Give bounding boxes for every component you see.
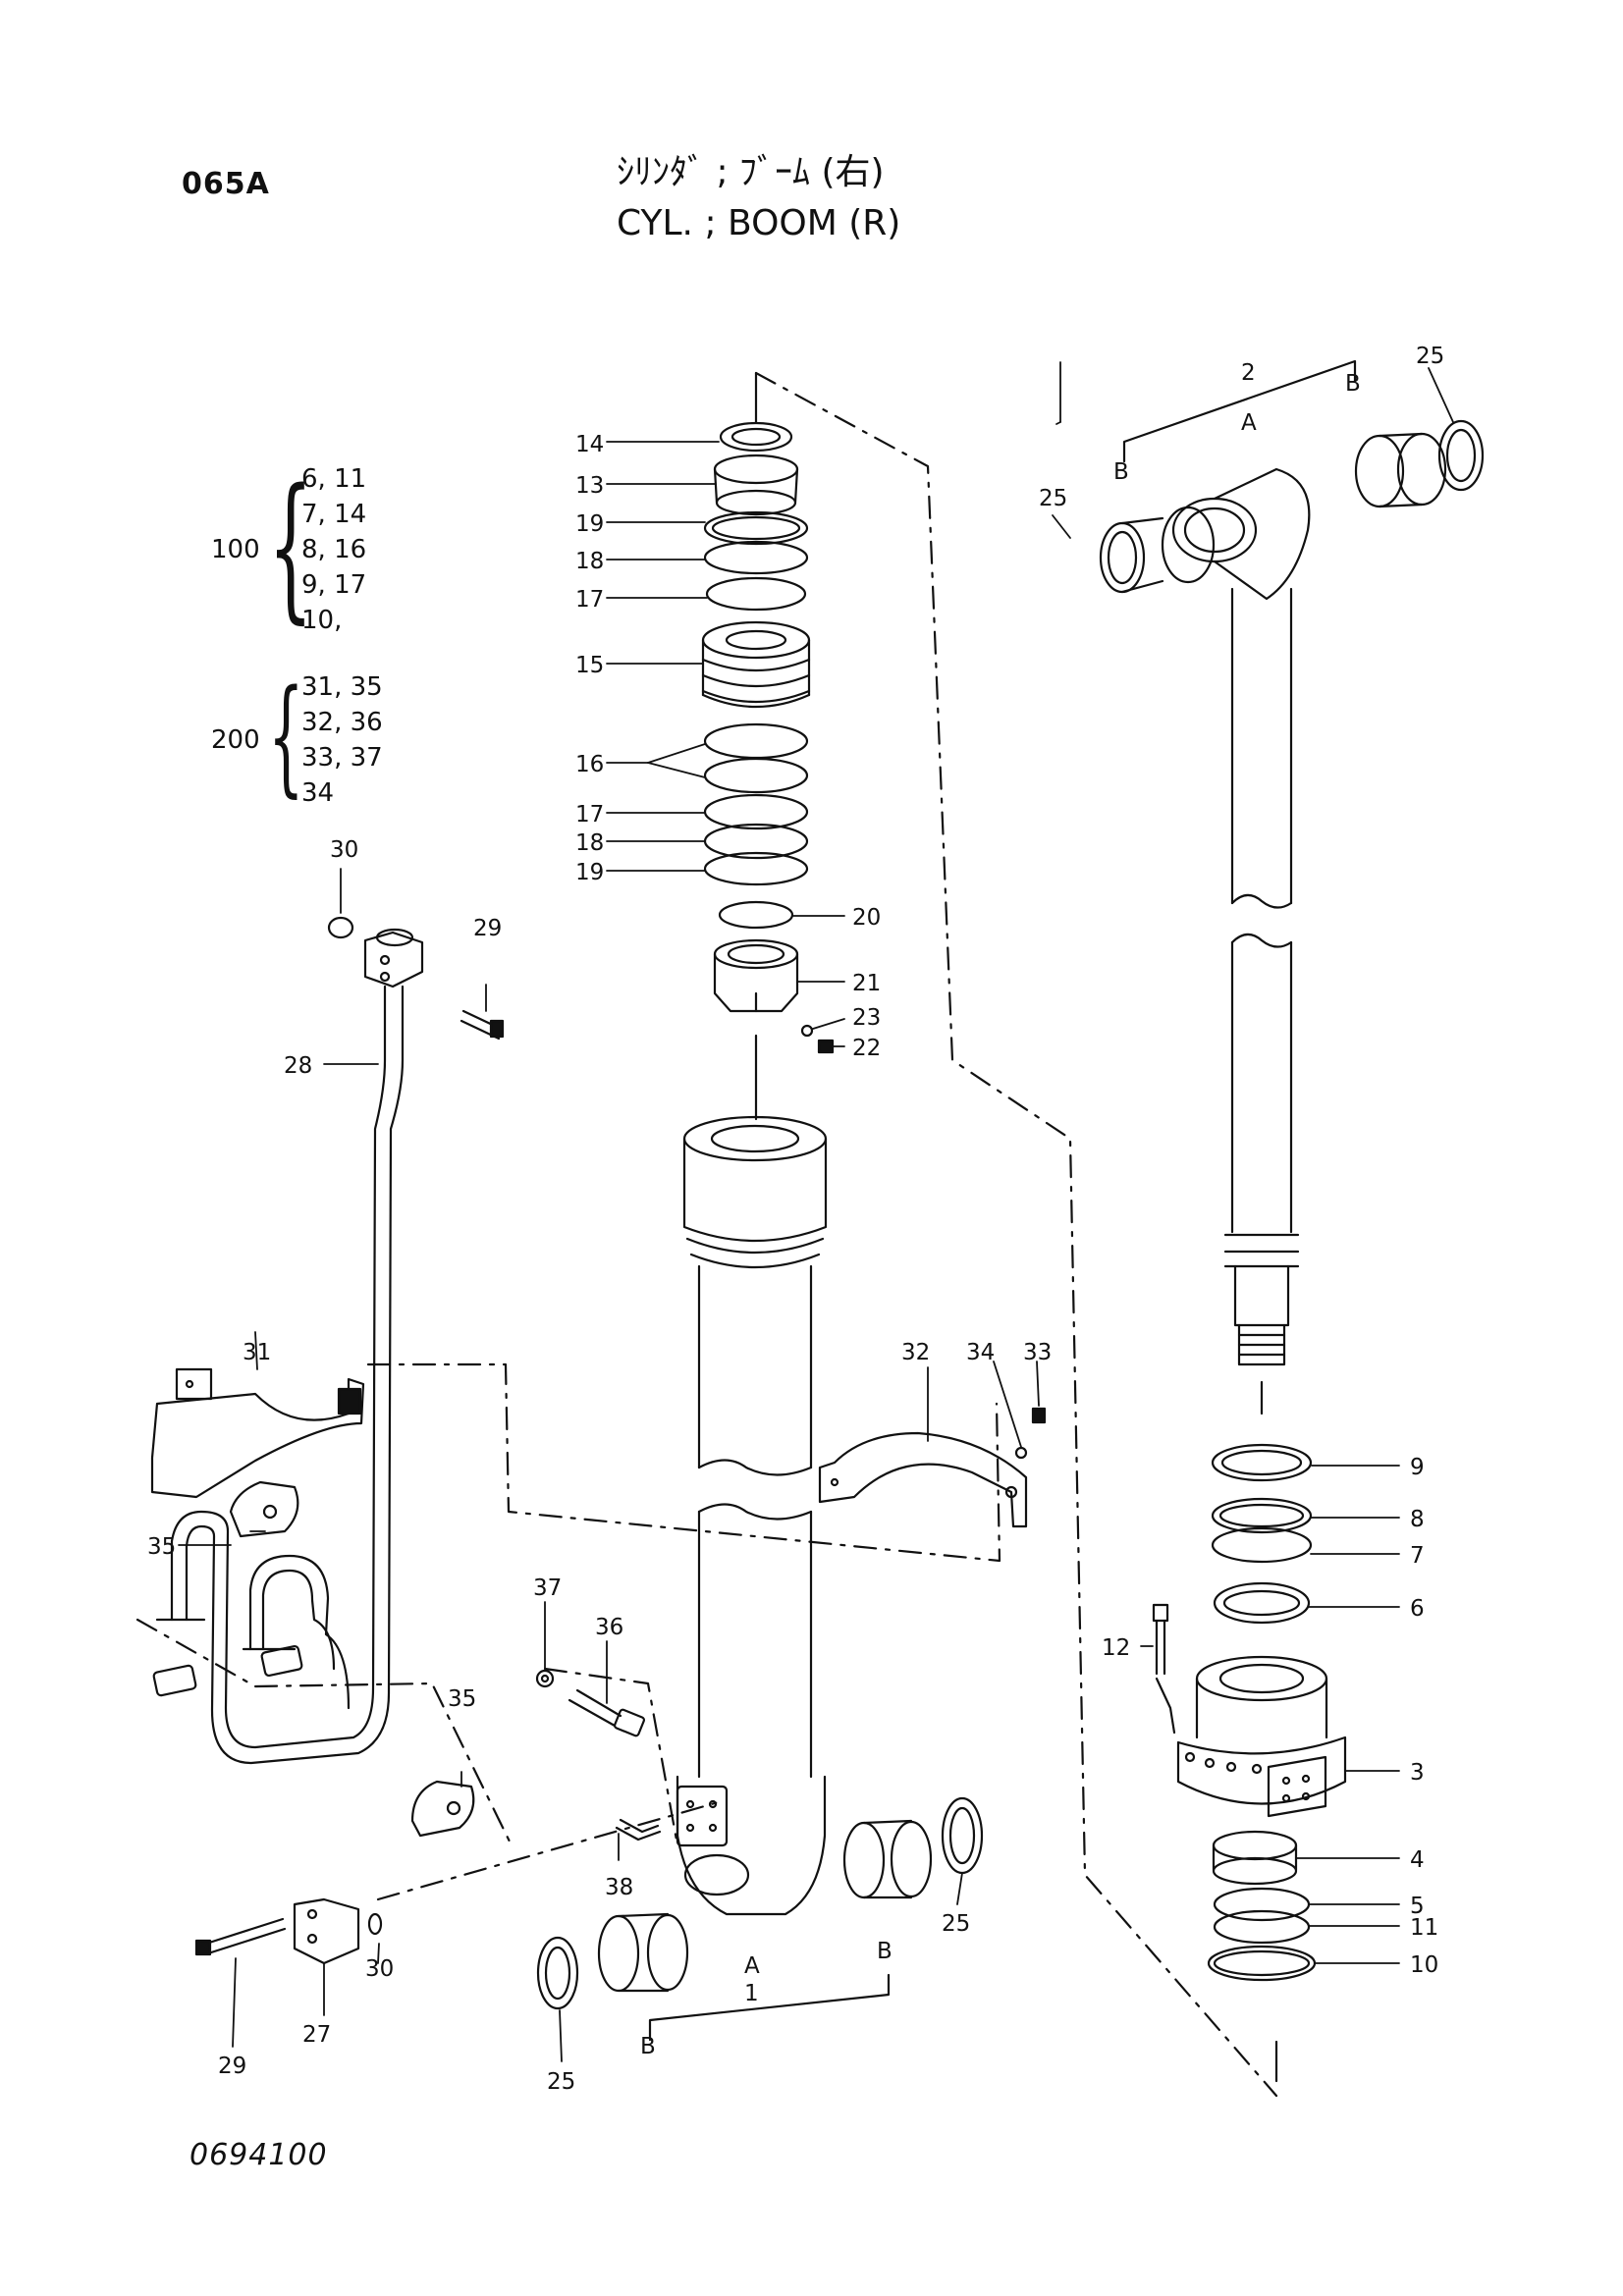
pipe-and-clamps [150, 916, 1047, 1965]
callout-1: 1 [744, 1981, 759, 2006]
document-number: 0694100 [189, 2138, 328, 2172]
callout-B: B [1345, 371, 1361, 397]
callouts: 14 13 19 18 17 15 16 17 18 19 20 21 23 2… [147, 344, 1444, 2095]
kit-item: 7, 14 [301, 500, 367, 529]
kit-items: 6, 11 7, 14 8, 16 9, 17 10, [301, 461, 366, 638]
kit-item: 32, 36 [301, 708, 383, 737]
kit-200: 200 { 31, 35 32, 36 33, 37 34 [211, 664, 407, 817]
callout-36: 36 [595, 1615, 623, 1640]
callout-18: 18 [575, 549, 604, 574]
callout-12: 12 [1102, 1635, 1130, 1661]
assembly-boundary-lines [135, 371, 1278, 2098]
callout-13: 13 [575, 473, 604, 499]
callout-34: 34 [966, 1340, 995, 1365]
kit-item: 9, 17 [301, 570, 367, 600]
tube-bushings [536, 1796, 984, 2010]
callout-37: 37 [533, 1575, 562, 1601]
callout-14: 14 [575, 432, 604, 457]
callout-22: 22 [852, 1036, 881, 1061]
callout-16: 16 [575, 752, 604, 777]
kit-item: 10, [301, 606, 343, 635]
callout-2: 2 [1241, 360, 1256, 386]
page-code: 065A [182, 167, 270, 201]
cylinder-tube [615, 1115, 891, 2042]
callout-A: A [744, 1953, 760, 1979]
callout-4: 4 [1410, 1847, 1425, 1873]
callout-7: 7 [1410, 1543, 1425, 1569]
callout-28: 28 [284, 1053, 312, 1079]
callout-25: 25 [942, 1911, 970, 1937]
callout-27: 27 [302, 2022, 331, 2048]
rod-cover-seals [701, 371, 835, 1121]
kit-brace: { [268, 664, 304, 810]
callout-29: 29 [473, 916, 502, 941]
callout-35: 35 [448, 1686, 476, 1712]
callout-19: 19 [575, 860, 604, 885]
callout-5: 5 [1410, 1894, 1425, 1919]
callout-38: 38 [605, 1875, 633, 1900]
callout-29: 29 [218, 2054, 246, 2079]
callout-30: 30 [330, 837, 358, 863]
kit-item: 33, 37 [301, 743, 383, 773]
callout-11: 11 [1410, 1915, 1438, 1941]
callout-8: 8 [1410, 1507, 1425, 1532]
kit-item: 31, 35 [301, 672, 383, 702]
title-japanese: ｼﾘﾝﾀﾞ ; ﾌﾞｰﾑ (右) [617, 152, 885, 192]
callout-25: 25 [1039, 486, 1067, 511]
kit-100: 100 { 6, 11 7, 14 8, 16 9, 17 10, [211, 454, 407, 648]
piston-rod [1099, 359, 1485, 1415]
callout-25: 25 [547, 2069, 575, 2095]
title-english: CYL. ; BOOM (R) [617, 203, 901, 243]
callout-23: 23 [852, 1005, 881, 1031]
callout-18: 18 [575, 830, 604, 856]
callout-17: 17 [575, 802, 604, 828]
callout-A: A [1241, 410, 1257, 436]
callout-31: 31 [243, 1340, 271, 1365]
callout-B: B [640, 2034, 656, 2059]
callout-B: B [877, 1939, 893, 1964]
piston-assembly [1152, 1443, 1347, 2083]
kit-item: 34 [301, 778, 335, 808]
callout-33: 33 [1023, 1340, 1052, 1365]
callout-21: 21 [852, 971, 881, 996]
kit-number: 200 [211, 725, 260, 755]
callout-B: B [1113, 459, 1129, 485]
callout-9: 9 [1410, 1455, 1425, 1480]
kit-brace: { [268, 454, 313, 638]
callout-17: 17 [575, 587, 604, 613]
kit-number: 100 [211, 535, 260, 564]
callout-15: 15 [575, 653, 604, 678]
callout-30: 30 [365, 1956, 394, 1982]
callout-35: 35 [147, 1534, 176, 1560]
callout-3: 3 [1410, 1760, 1425, 1786]
diagram-title: ｼﾘﾝﾀﾞ ; ﾌﾞｰﾑ (右) CYL. ; BOOM (R) [617, 147, 900, 249]
callout-25: 25 [1416, 344, 1444, 369]
kit-items: 31, 35 32, 36 33, 37 34 [301, 669, 383, 811]
leader-lines [178, 361, 1454, 2062]
kit-item: 6, 11 [301, 464, 367, 494]
callout-6: 6 [1410, 1596, 1425, 1622]
callout-32: 32 [901, 1340, 930, 1365]
kit-item: 8, 16 [301, 535, 367, 564]
callout-20: 20 [852, 905, 881, 931]
callout-19: 19 [575, 511, 604, 537]
callout-10: 10 [1410, 1952, 1438, 1978]
